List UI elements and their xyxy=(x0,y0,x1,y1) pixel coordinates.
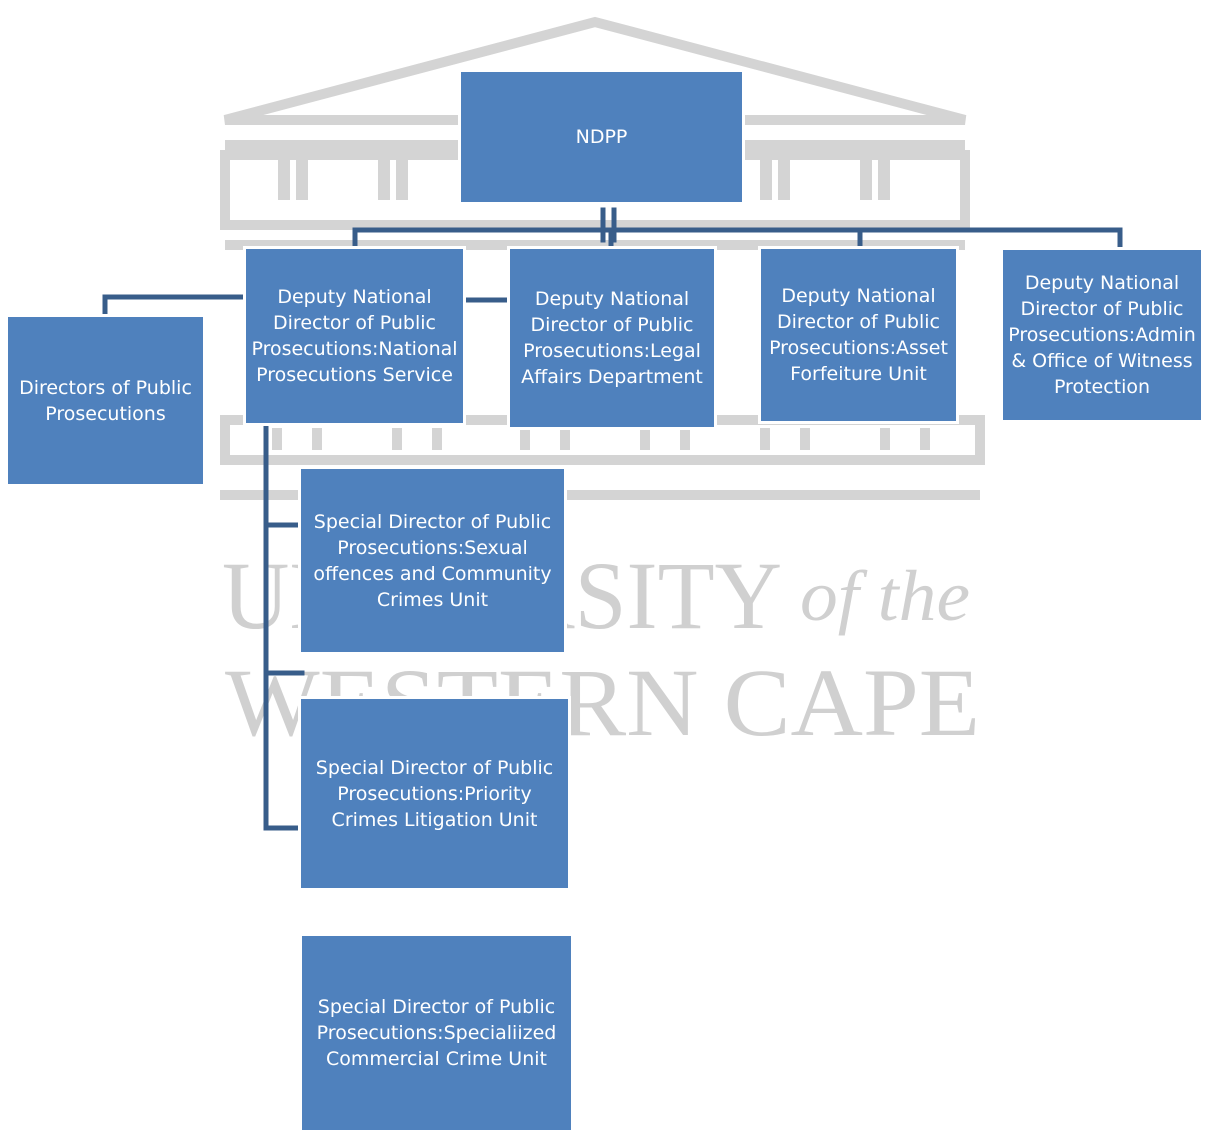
sdpp-scc-box: Special Director of Public Prosecutions:… xyxy=(299,933,574,1133)
dnpp-admin-label: Deputy National Director of Public Prose… xyxy=(1008,272,1196,398)
ndpp-box: NDPP xyxy=(458,69,745,205)
dnpp-nps-box: Deputy National Director of Public Prose… xyxy=(243,246,466,426)
sdpp-socc-box: Special Director of Public Prosecutions:… xyxy=(298,466,567,655)
dnpp-legal-label: Deputy National Director of Public Prose… xyxy=(521,288,703,388)
dpp-box: Directors of Public Prosecutions xyxy=(5,314,206,487)
sdpp-pcl-box: Special Director of Public Prosecutions:… xyxy=(298,696,571,891)
connector-nps-spine xyxy=(263,425,305,831)
dnpp-legal-box: Deputy National Director of Public Prose… xyxy=(507,246,717,430)
dnpp-admin-box: Deputy National Director of Public Prose… xyxy=(1000,247,1204,423)
watermark-line1-suffix: of the xyxy=(800,556,970,636)
dnpp-afu-label: Deputy National Director of Public Prose… xyxy=(769,285,948,385)
sdpp-socc-label: Special Director of Public Prosecutions:… xyxy=(313,510,552,611)
dnpp-afu-box: Deputy National Director of Public Prose… xyxy=(758,246,959,424)
sdpp-pcl-label: Special Director of Public Prosecutions:… xyxy=(315,756,554,831)
dnpp-nps-label: Deputy National Director of Public Prose… xyxy=(251,286,458,386)
dpp-label: Directors of Public Prosecutions xyxy=(19,376,192,425)
connector-to-dpp xyxy=(102,294,248,315)
sdpp-scc-label: Special Director of Public Prosecutions:… xyxy=(316,996,557,1070)
ndpp-label: NDPP xyxy=(575,126,628,148)
connector-ndpp-drop xyxy=(600,207,617,243)
